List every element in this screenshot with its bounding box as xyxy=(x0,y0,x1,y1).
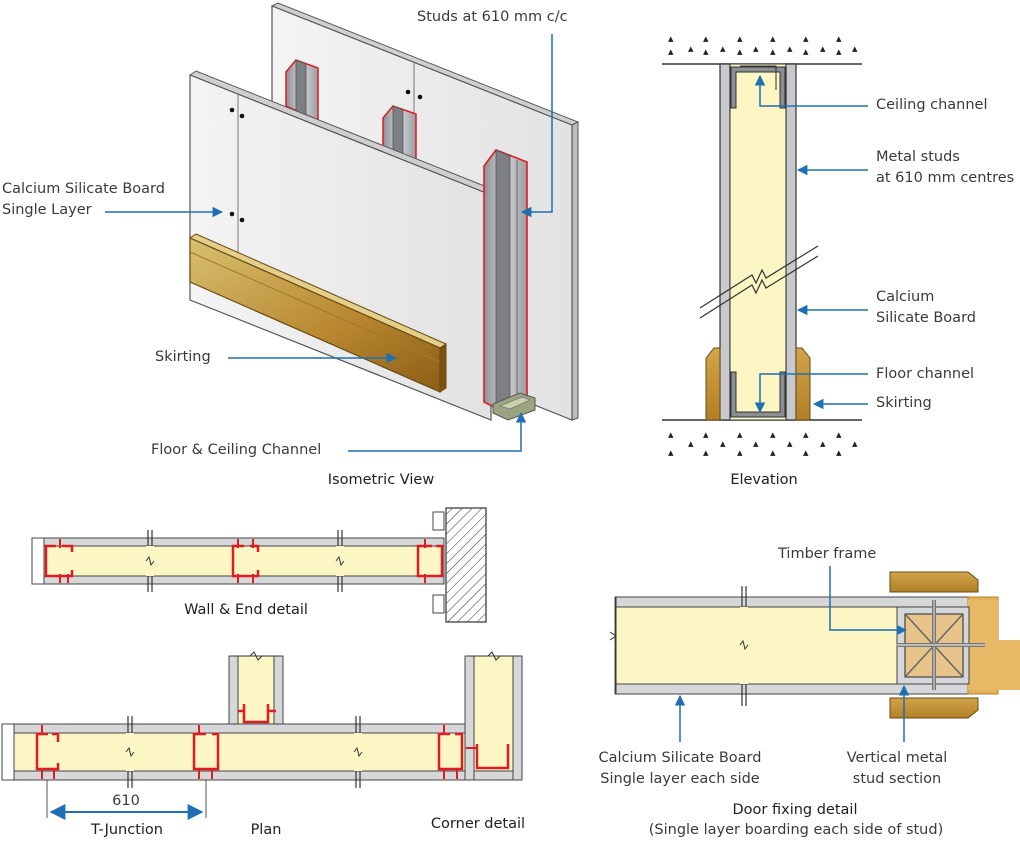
svg-text:▴: ▴ xyxy=(803,45,809,58)
label-metal-studs-line2: at 610 mm centres xyxy=(876,170,1015,186)
elev-ceiling-channel xyxy=(730,66,786,109)
label-elev-board-line2: Silicate Board xyxy=(876,310,976,326)
label-board-line1: Calcium Silicate Board xyxy=(2,181,165,197)
plan-detail xyxy=(1,651,523,820)
elev-skirting-left xyxy=(705,347,721,421)
label-floor-ceiling-channel: Floor & Ceiling Channel xyxy=(151,442,322,458)
iso-leaders xyxy=(105,34,553,452)
caption-door-fixing: Door fixing detail xyxy=(732,802,858,818)
label-floor-channel: Floor channel xyxy=(876,366,975,382)
svg-text:▴: ▴ xyxy=(770,32,776,45)
dimension-label-610: 610 xyxy=(112,793,140,809)
plan-screws xyxy=(41,725,476,779)
isometric-view xyxy=(105,2,580,452)
floor-hatch-arrows: ▴ ▴ ▴ ▴ ▴ ▴ ▴ ▴ ▴ ▴ ▴ ▴ ▴ ▴ ▴ ▴ ▴ ▴ xyxy=(668,428,858,459)
label-vertical-stud-line2: stud section xyxy=(852,771,942,787)
svg-text:▴: ▴ xyxy=(703,32,709,45)
label-ceiling-channel: Ceiling channel xyxy=(876,97,988,113)
svg-text:▴: ▴ xyxy=(836,32,842,45)
svg-text:▴: ▴ xyxy=(753,42,759,55)
caption-elevation: Elevation xyxy=(730,472,798,488)
svg-text:▴: ▴ xyxy=(770,446,776,459)
caption-isometric: Isometric View xyxy=(327,472,435,488)
svg-text:▴: ▴ xyxy=(668,428,674,441)
svg-text:▴: ▴ xyxy=(720,42,726,55)
svg-text:▴: ▴ xyxy=(852,42,858,55)
label-door-board-line1: Calcium Silicate Board xyxy=(598,750,762,766)
svg-text:▴: ▴ xyxy=(703,428,709,441)
elev-leaders xyxy=(754,74,868,414)
svg-text:▴: ▴ xyxy=(820,42,826,55)
svg-text:▴: ▴ xyxy=(668,446,674,459)
svg-text:▴: ▴ xyxy=(852,437,858,450)
label-vertical-stud-line1: Vertical metal xyxy=(846,750,948,766)
svg-text:▴: ▴ xyxy=(720,437,726,450)
svg-text:▴: ▴ xyxy=(770,428,776,441)
caption-plan: Plan xyxy=(250,822,282,838)
door-fixing-detail xyxy=(609,566,1020,742)
elev-floor-channel xyxy=(730,371,786,418)
caption-corner: Corner detail xyxy=(430,816,526,832)
svg-text:▴: ▴ xyxy=(688,42,694,55)
svg-text:▴: ▴ xyxy=(668,32,674,45)
caption-wall-end: Wall & End detail xyxy=(184,602,308,618)
svg-text:▴: ▴ xyxy=(753,437,759,450)
wall-end-detail xyxy=(31,507,487,623)
iso-skirting xyxy=(188,233,448,393)
svg-text:▴: ▴ xyxy=(787,437,793,450)
label-studs-spacing: Studs at 610 mm c/c xyxy=(417,9,568,25)
plan-studs xyxy=(35,732,510,771)
caption-t-junction: T-Junction xyxy=(91,822,163,838)
svg-text:▴: ▴ xyxy=(703,45,709,58)
caption-door-fixing-sub: (Single layer boarding each side of stud… xyxy=(648,822,944,838)
svg-text:▴: ▴ xyxy=(668,45,674,58)
label-door-board-line2: Single layer each side xyxy=(600,771,760,787)
svg-text:▴: ▴ xyxy=(803,446,809,459)
svg-text:▴: ▴ xyxy=(688,437,694,450)
label-board-line2: Single Layer xyxy=(2,202,92,218)
svg-text:▴: ▴ xyxy=(836,446,842,459)
wall-end-screws xyxy=(59,539,426,583)
ceiling-hatch-arrows: ▴▴▴▴▴▴▴▴▴▴▴▴ ▴▴▴▴▴▴ xyxy=(668,32,858,58)
svg-text:▴: ▴ xyxy=(737,428,743,441)
svg-text:▴: ▴ xyxy=(737,45,743,58)
svg-text:▴: ▴ xyxy=(803,428,809,441)
label-skirting: Skirting xyxy=(155,349,211,365)
svg-text:▴: ▴ xyxy=(820,437,826,450)
door-leaders xyxy=(674,566,910,742)
architrave-top xyxy=(889,571,979,593)
elevation: ▴▴▴▴▴▴▴▴▴▴▴▴ ▴▴▴▴▴▴ ▴▴▴▴▴▴ ▴▴▴▴▴▴ ▴▴▴▴▴▴ xyxy=(662,32,868,459)
svg-text:▴: ▴ xyxy=(803,32,809,45)
label-elev-board-line1: Calcium xyxy=(876,289,935,305)
svg-text:▴: ▴ xyxy=(703,446,709,459)
label-timber-frame: Timber frame xyxy=(778,546,877,562)
svg-text:▴: ▴ xyxy=(770,45,776,58)
svg-text:▴: ▴ xyxy=(787,42,793,55)
masonry-wall xyxy=(445,507,487,623)
elev-board-left xyxy=(719,63,731,421)
svg-text:▴: ▴ xyxy=(836,45,842,58)
svg-text:▴: ▴ xyxy=(737,446,743,459)
svg-text:▴: ▴ xyxy=(737,32,743,45)
svg-text:▴: ▴ xyxy=(836,428,842,441)
label-elev-skirting: Skirting xyxy=(876,395,932,411)
iso-stud-3 xyxy=(483,149,528,409)
iso-stud-1 xyxy=(285,59,319,122)
label-metal-studs-line1: Metal studs xyxy=(876,149,960,165)
elev-board-right xyxy=(785,63,797,421)
architrave-bottom xyxy=(889,697,979,719)
elev-skirting-right xyxy=(795,347,811,421)
